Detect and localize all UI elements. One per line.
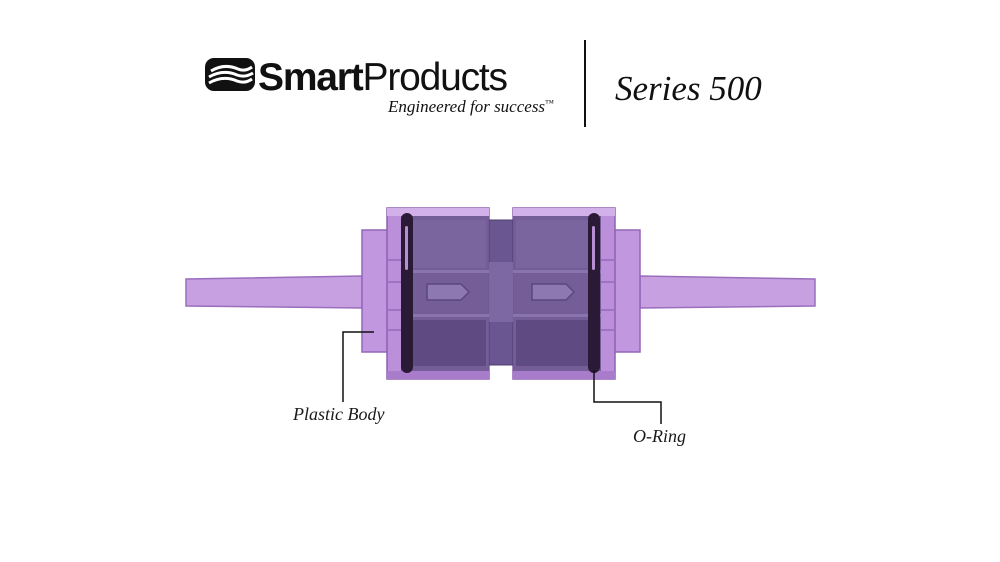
smartproducts-logo: SmartProducts Engineered for success™ [205, 56, 554, 116]
left-tube-end [185, 275, 363, 309]
housing-ribs [387, 259, 615, 331]
plastic-body-leader-line [342, 331, 374, 402]
left-chamber [401, 216, 489, 371]
brand-tagline: Engineered for success™ [387, 97, 554, 116]
brand-name: SmartProducts [258, 56, 508, 99]
right-o-ring-highlight [592, 226, 595, 270]
left-flow-arrow [426, 283, 471, 301]
coupling-diagram [185, 207, 816, 380]
right-chamber [513, 216, 601, 371]
right-o-ring [588, 213, 600, 373]
left-o-ring-highlight [405, 226, 408, 270]
right-flange [611, 229, 641, 353]
right-tube-end [639, 275, 816, 309]
series-title: Series 500 [615, 69, 762, 108]
o-ring-label: O-Ring [633, 426, 686, 446]
wave-stripes-logo-icon [205, 58, 255, 91]
brand-name-bold: Smart [258, 56, 364, 99]
tagline-text: Engineered for success [387, 97, 545, 116]
plastic-body-label: Plastic Body [292, 404, 384, 424]
trademark-symbol: ™ [545, 98, 554, 108]
brand-name-regular: Products [363, 56, 508, 99]
center-band-highlight [489, 262, 513, 322]
right-flow-arrow [531, 283, 576, 301]
left-o-ring [401, 213, 413, 373]
left-flange [361, 229, 389, 353]
o-ring-leader-line [593, 370, 662, 424]
